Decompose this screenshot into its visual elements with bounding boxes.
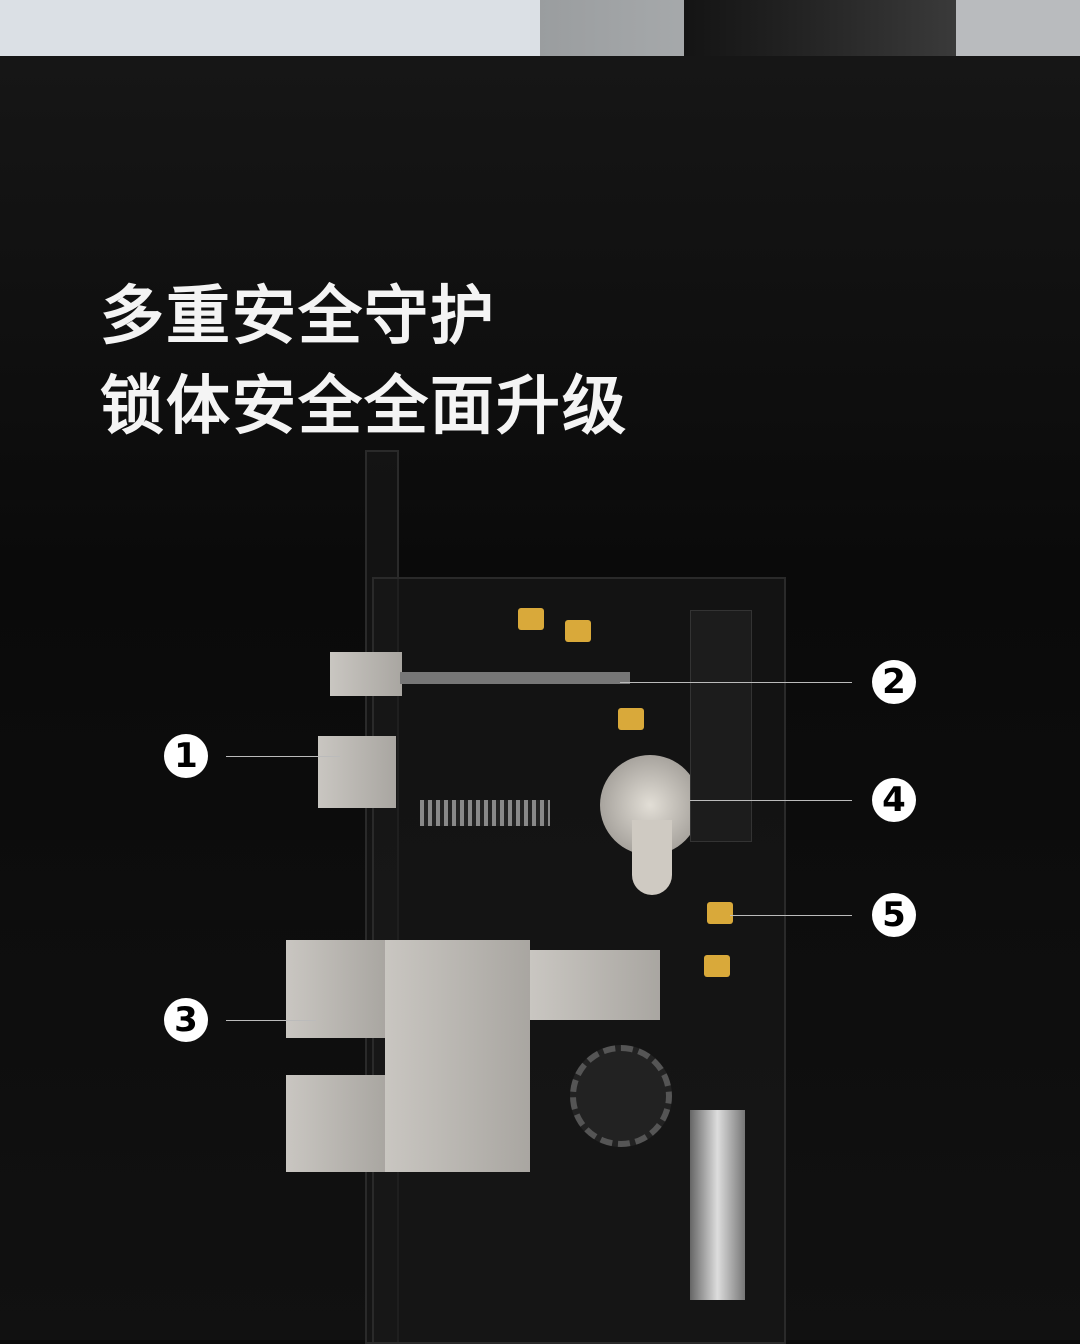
callout-3: 3 bbox=[164, 998, 208, 1042]
callout-line-4 bbox=[690, 800, 852, 801]
headline-line1: 多重安全守护 bbox=[100, 280, 496, 354]
headline-line2: 锁体安全全面升级 bbox=[100, 370, 628, 444]
spring-rod bbox=[400, 672, 630, 684]
callout-2: 2 bbox=[872, 660, 916, 704]
sensor-chip bbox=[707, 902, 733, 924]
deadbolt-upper bbox=[286, 940, 386, 1038]
sensor-chip bbox=[565, 620, 591, 642]
spring bbox=[420, 800, 550, 826]
door-panel bbox=[956, 0, 1080, 56]
gear bbox=[570, 1045, 672, 1147]
latch-bolt bbox=[318, 736, 396, 808]
bolt-arm bbox=[530, 950, 660, 1020]
callout-line-5 bbox=[730, 915, 852, 916]
sensor-chip bbox=[704, 955, 730, 977]
callout-4: 4 bbox=[872, 778, 916, 822]
sensor-chip bbox=[618, 708, 644, 730]
callout-5: 5 bbox=[872, 893, 916, 937]
latch-top bbox=[330, 652, 402, 696]
bolt-plate bbox=[385, 940, 530, 1172]
deadbolt-lower bbox=[286, 1075, 386, 1172]
motor bbox=[690, 1110, 745, 1300]
callout-line-3 bbox=[226, 1020, 316, 1021]
cylinder-cam bbox=[632, 820, 672, 895]
circuit-board bbox=[690, 610, 752, 842]
callout-line-1 bbox=[226, 756, 340, 757]
lock-product-image bbox=[684, 0, 956, 56]
sensor-chip bbox=[518, 608, 544, 630]
callout-line-2 bbox=[620, 682, 852, 683]
door-panel bbox=[540, 0, 690, 56]
callout-1: 1 bbox=[164, 734, 208, 778]
